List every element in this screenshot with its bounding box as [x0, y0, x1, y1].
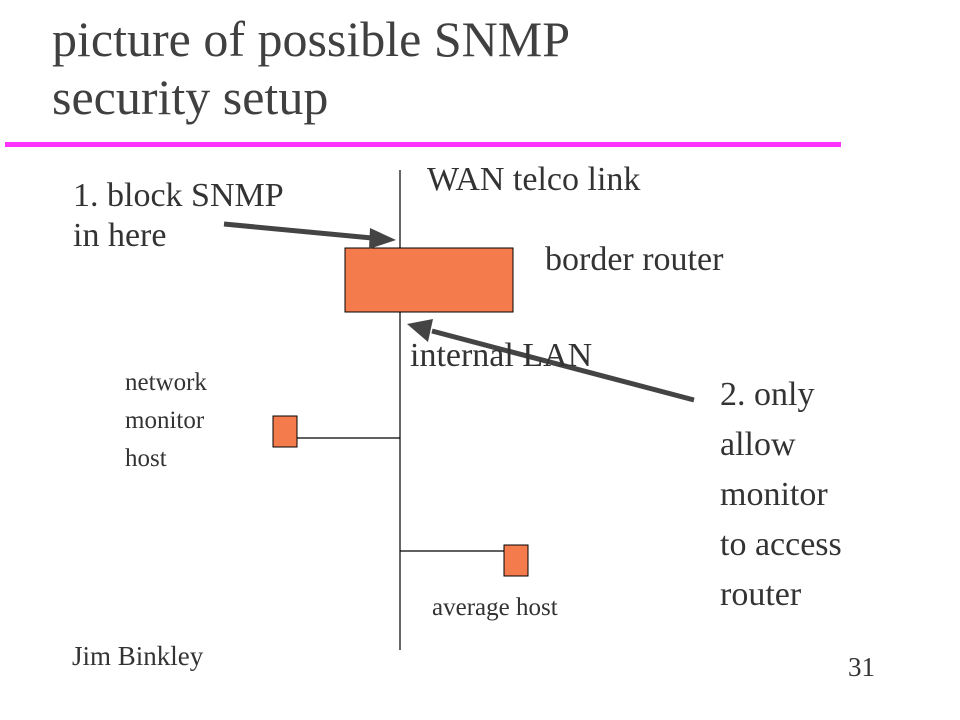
title-underline: [5, 142, 841, 147]
arrow-1-shaft: [223, 221, 373, 241]
arrow-1-head: [369, 228, 396, 249]
monitor-host-box: [272, 415, 298, 448]
border-router-label: border router: [545, 241, 724, 278]
average-host-label: average host: [432, 594, 558, 621]
note1-line-2: in here: [73, 217, 167, 254]
footer-author: Jim Binkley: [72, 641, 204, 671]
page-number: 31: [848, 652, 875, 682]
note2-line-4: to access: [720, 526, 842, 563]
monitor-label-line-3: host: [125, 445, 167, 472]
arrow-2-head: [407, 319, 433, 342]
note2-line-5: router: [720, 576, 802, 613]
note-block-snmp: 1. block SNMP in here: [73, 176, 284, 256]
note2-line-3: monitor: [720, 476, 828, 513]
internal-lan-label: internal LAN: [410, 337, 593, 374]
average-host-box: [503, 544, 529, 577]
note2-line-1: 2. only: [720, 376, 815, 413]
title-line-2: security setup: [52, 69, 329, 125]
monitor-label-line-1: network: [125, 369, 207, 396]
monitor-host-label: network monitor host: [125, 364, 207, 478]
note1-line-1: 1. block SNMP: [73, 177, 284, 214]
note2-line-2: allow: [720, 426, 796, 463]
border-router-box: [344, 247, 514, 313]
wan-link-label: WAN telco link: [427, 161, 641, 198]
arrow-2-shaft: [431, 328, 695, 403]
title-line-1: picture of possible SNMP: [52, 11, 571, 67]
monitor-label-line-2: monitor: [125, 407, 205, 434]
slide-title: picture of possible SNMP security setup: [52, 10, 872, 126]
note-allow-monitor: 2. only allow monitor to access router: [720, 370, 842, 620]
